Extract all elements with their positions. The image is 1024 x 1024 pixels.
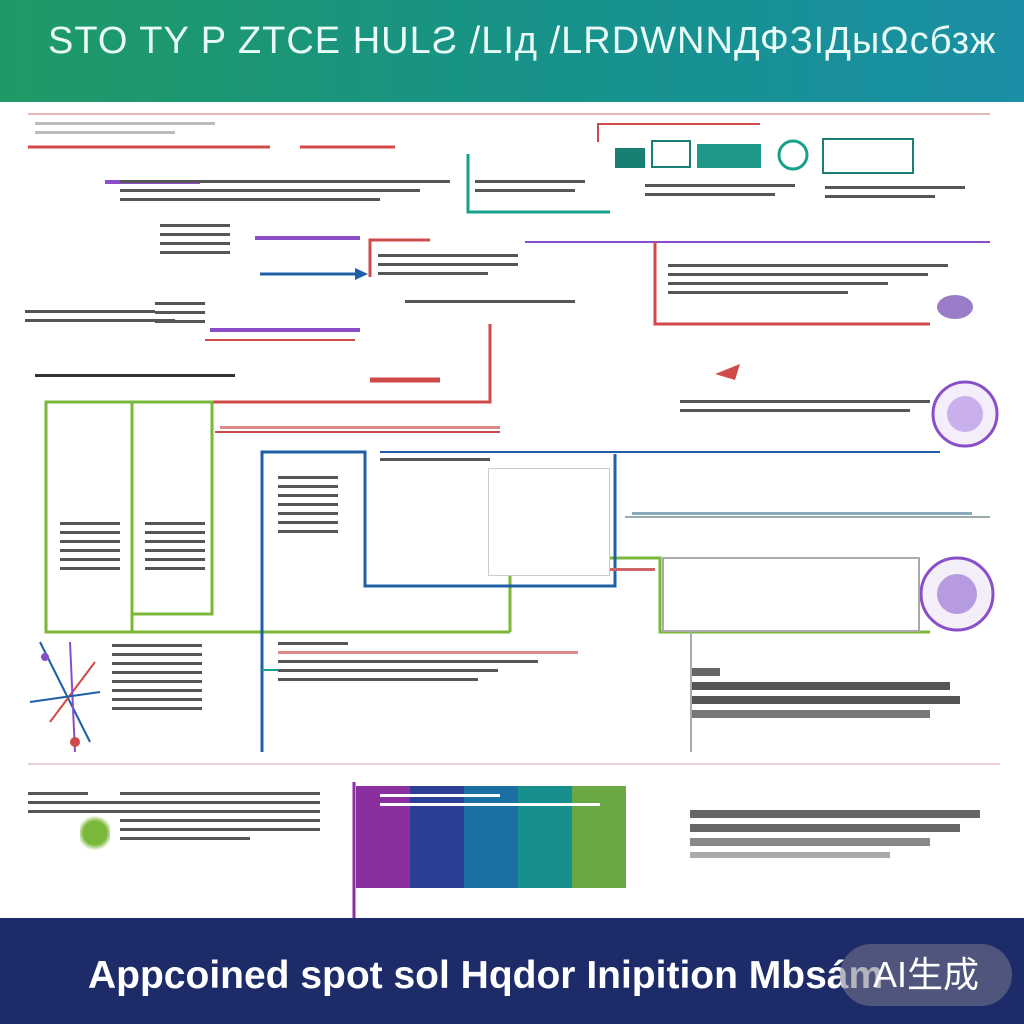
red-connector	[368, 238, 430, 277]
text-block	[35, 122, 235, 140]
text-block	[378, 254, 518, 281]
red-connector	[653, 242, 930, 326]
building-icons	[822, 138, 914, 174]
blue-arrowhead	[355, 268, 368, 280]
text-block	[690, 668, 980, 724]
text-block	[112, 644, 202, 716]
text-block	[120, 180, 460, 207]
info-card	[662, 557, 920, 632]
text-block	[160, 224, 230, 260]
building-icons	[615, 134, 765, 170]
legend-label-lines	[380, 794, 610, 812]
text-block	[668, 264, 958, 300]
header-banner: STO TY P ZTCE HULƧ /LIд /LRDWNNДФЗIДыΩсб…	[0, 0, 1024, 102]
green-frame	[44, 400, 134, 634]
text-block	[380, 458, 610, 467]
text-block	[690, 810, 980, 864]
red-connector	[597, 123, 760, 142]
text-block	[28, 792, 208, 819]
diagram-canvas	[0, 102, 1024, 918]
text-block	[405, 300, 575, 309]
info-card	[690, 632, 990, 752]
network-graphic	[29, 641, 101, 753]
text-block	[632, 512, 972, 521]
footer-title: Appcoined spot sol Hqdor Inipition Mbsám	[88, 954, 884, 997]
text-block	[120, 792, 320, 846]
text-block	[645, 184, 815, 202]
text-block	[60, 522, 120, 576]
blue-frame	[260, 450, 617, 752]
text-block	[145, 522, 205, 576]
text-block	[475, 180, 595, 198]
footer-banner: Appcoined spot sol Hqdor Inipition Mbsám…	[0, 918, 1024, 1024]
green-frame	[130, 400, 214, 616]
text-block	[825, 186, 985, 204]
header-title: STO TY P ZTCE HULƧ /LIд /LRDWNNДФЗIДыΩсб…	[48, 20, 997, 62]
teal-connector	[466, 154, 610, 214]
text-block	[220, 426, 500, 435]
green-connector	[508, 556, 930, 634]
red-arrowhead	[715, 364, 740, 380]
text-block	[35, 374, 255, 383]
ai-generated-badge: AI生成	[840, 944, 1012, 1006]
text-block	[680, 400, 930, 418]
blob-icon	[937, 295, 973, 319]
text-block	[278, 476, 338, 539]
plant-icon	[80, 808, 110, 858]
text-block	[25, 310, 205, 328]
text-block	[155, 302, 205, 329]
circle-emblem	[777, 139, 809, 171]
red-connector	[105, 324, 492, 404]
text-block	[278, 642, 598, 687]
info-card	[488, 468, 610, 576]
circle-emblem-core	[947, 396, 983, 432]
circle-emblem-core	[937, 574, 977, 614]
